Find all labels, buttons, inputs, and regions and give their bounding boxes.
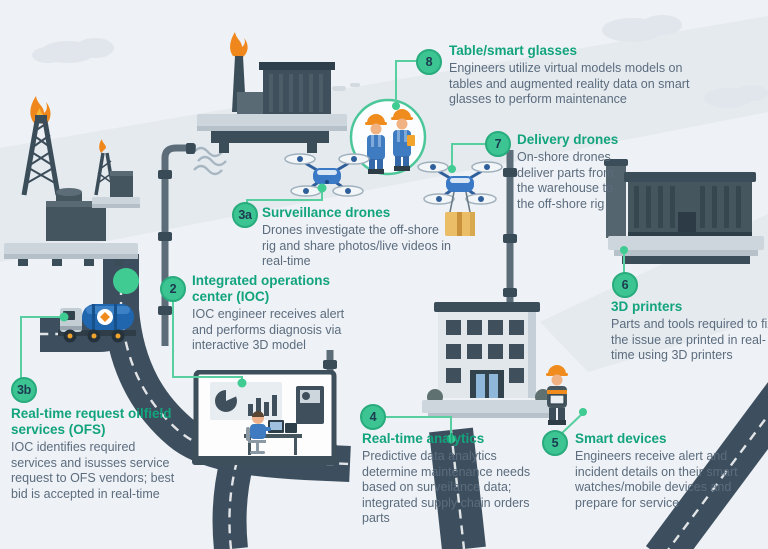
ioc-engineer: [246, 411, 271, 454]
worker-figure: [365, 114, 387, 174]
connector-line: [20, 60, 625, 436]
office-building: [422, 302, 556, 418]
step-8-title: Table/smart glasses: [449, 43, 578, 58]
wheels: [63, 329, 125, 343]
flame-icon: [230, 32, 248, 57]
cloud-icon: [704, 85, 768, 108]
tanker-truck: [58, 304, 136, 343]
step-7-text: Delivery drones On-shore drones deliver …: [517, 132, 621, 212]
step-5-desc: Engineers receive alert and incident det…: [575, 449, 738, 510]
step-badge-4: 4: [360, 404, 386, 430]
step-8-desc: Engineers utilize virtual models models …: [449, 61, 690, 106]
step-4-desc: Predictive data analytics determine main…: [362, 449, 531, 525]
step-2-desc: IOC engineer receives alert and performs…: [192, 307, 345, 352]
waves-icon: [193, 146, 227, 176]
step-7-desc: On-shore drones deliver parts from the w…: [517, 150, 614, 211]
step-6-desc: Parts and tools required to fix the issu…: [611, 317, 768, 362]
entrance: [470, 370, 504, 398]
step-3b-text: Real-time request oilfield services (OFS…: [11, 406, 179, 502]
windows: [446, 320, 524, 383]
step-badge-5: 5: [542, 430, 568, 456]
step-3a-title: Surveillance drones: [262, 205, 391, 220]
tablet-icon: [549, 394, 565, 405]
step-6-text: 3D printers Parts and tools required to …: [611, 299, 768, 364]
offshore-platform-left: [4, 96, 140, 266]
step-badge-2: 2: [160, 276, 186, 302]
pebbles: [332, 83, 360, 91]
step-2-title: Integrated operations center (IOC): [192, 273, 331, 304]
workers-avatar: [349, 98, 427, 176]
step-badge-3b: 3b: [11, 377, 37, 403]
green-dot: [59, 102, 628, 444]
step-7-title: Delivery drones: [517, 132, 619, 147]
surveillance-drone-icon: [284, 153, 370, 197]
delivery-drone-icon: [417, 161, 503, 236]
cloud-icon: [32, 38, 114, 63]
step-3b-title: Real-time request oilfield services (OFS…: [11, 406, 172, 437]
parcel-icon: [445, 212, 475, 236]
step-badge-7: 7: [485, 131, 511, 157]
worker-figure: [391, 109, 415, 171]
flame-icon: [99, 139, 106, 153]
step-4-title: Real-time analytics: [362, 431, 485, 446]
bar-chart-icon: [248, 395, 277, 416]
camera-icon: [325, 180, 329, 184]
cloud-icon: [602, 15, 682, 42]
step-badge-3a: 3a: [232, 202, 258, 228]
factory-door: [678, 212, 696, 232]
step-badge-8: 8: [416, 49, 442, 75]
ioc-control-room: [192, 370, 338, 465]
step-badge-6: 6: [612, 272, 638, 298]
printer-factory: [604, 159, 764, 264]
step-5-title: Smart devices: [575, 431, 667, 446]
step-3a-text: Surveillance drones Drones investigate t…: [262, 205, 452, 270]
step-3b-desc: IOC identifies required services and isu…: [11, 440, 175, 501]
step-5-text: Smart devices Engineers receive alert an…: [575, 431, 743, 511]
step-8-text: Table/smart glasses Engineers utilize vi…: [449, 43, 699, 108]
step-3a-desc: Drones investigate the off-shore rig and…: [262, 223, 452, 268]
step-4-text: Real-time analytics Predictive data anal…: [362, 431, 536, 527]
offshore-platform-top: [197, 32, 347, 153]
field-engineer: [546, 365, 568, 425]
step-6-title: 3D printers: [611, 299, 683, 314]
step-2-text: Integrated operations center (IOC) IOC e…: [192, 273, 354, 354]
